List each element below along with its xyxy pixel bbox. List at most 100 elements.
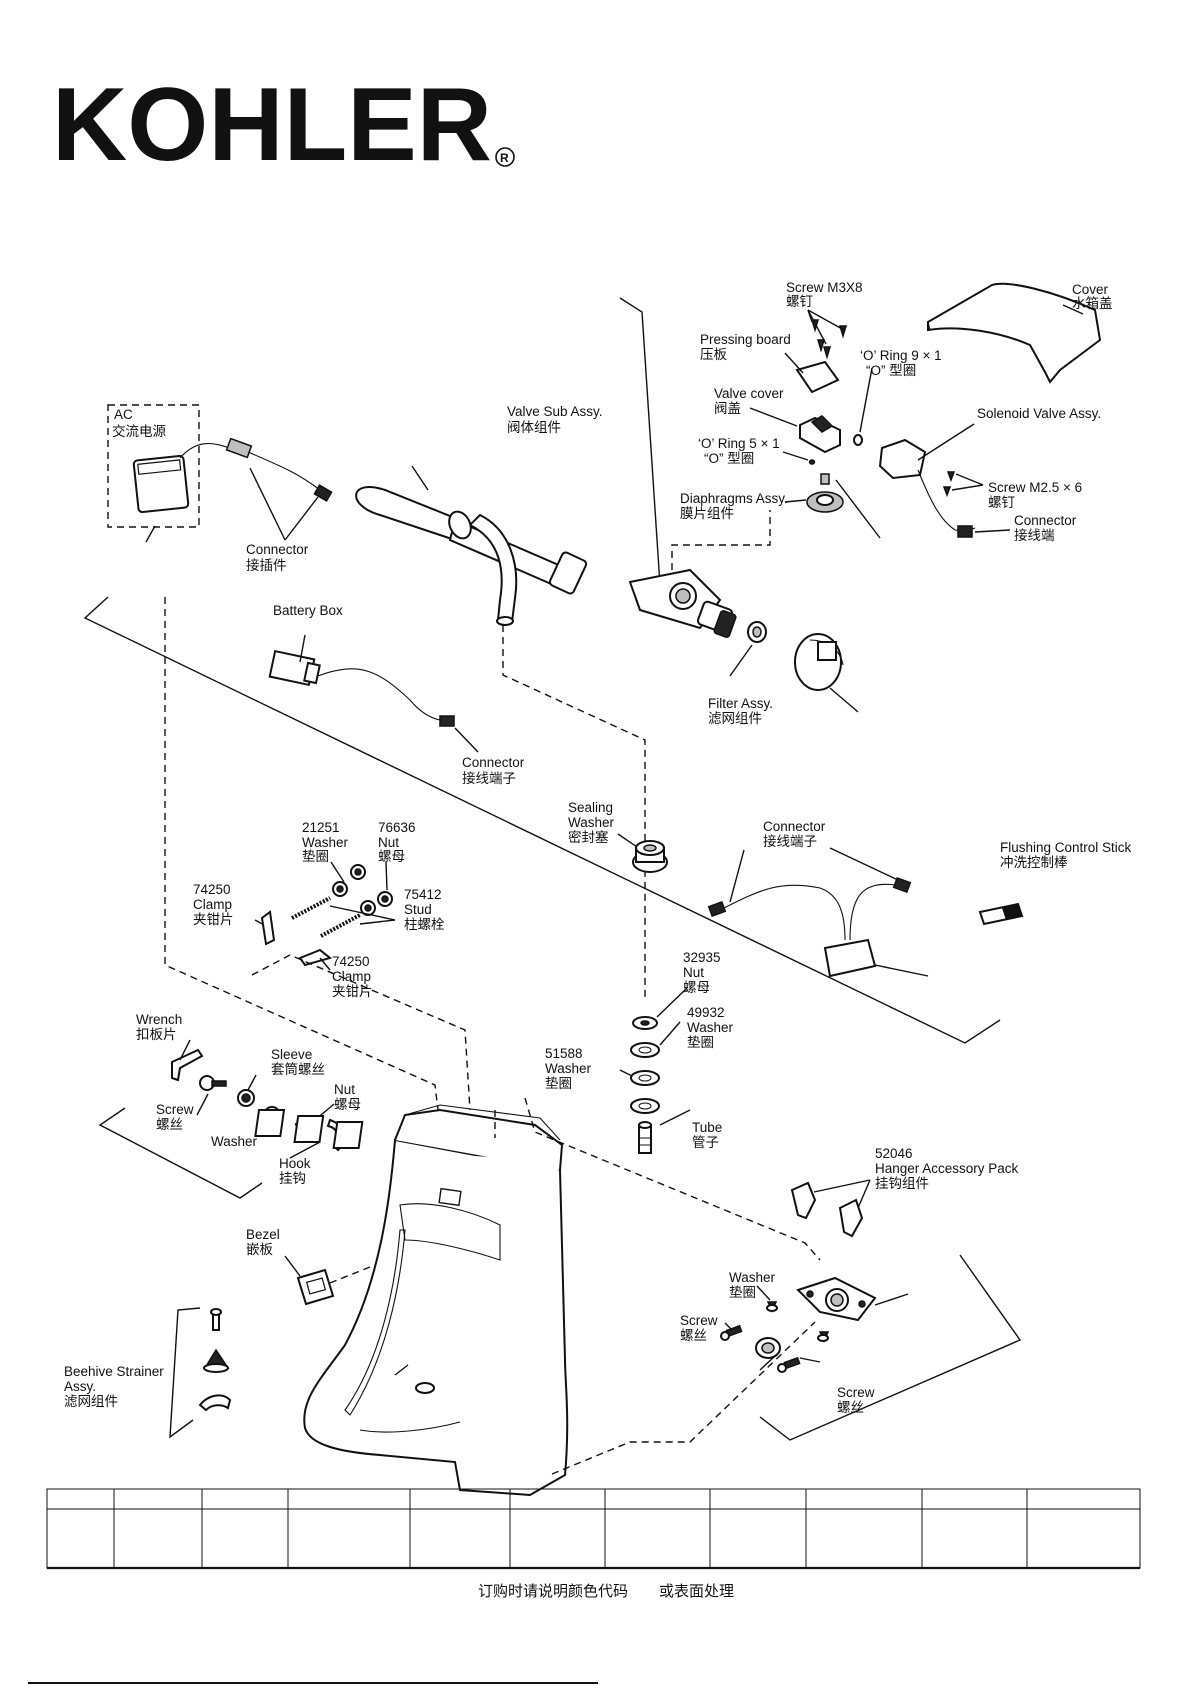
label-ac-zh: 交流电源: [112, 423, 166, 439]
screw-part: [211, 1080, 227, 1087]
label-bezel: Bezel: [246, 1227, 280, 1242]
tank-boundary: [83, 297, 1022, 1441]
control-cable-b: [849, 883, 896, 941]
hanger-dash-line: [551, 1321, 816, 1475]
logo-wordmark: KOHLER: [52, 67, 492, 183]
label-ac: AC: [114, 407, 133, 422]
label-screw-hanger-a-zh: 螺丝: [680, 1328, 707, 1343]
label-bezel-zh: 嵌板: [246, 1242, 273, 1257]
hanger-group-line: [759, 1254, 1022, 1441]
label-sleeve-zh: 套筒螺丝: [271, 1061, 325, 1077]
flush-button: [794, 633, 859, 713]
hanger-accessory: [720, 1179, 909, 1373]
label-sleeve: Sleeve: [271, 1047, 312, 1062]
registered-letter: R: [500, 151, 509, 165]
label-connector-battery: Connector: [462, 755, 525, 770]
label-screw-m25x6-zh: 螺钉: [988, 495, 1015, 510]
battery-cable: [317, 668, 441, 721]
control-unit: [707, 847, 1024, 978]
solenoid-connector: [957, 525, 973, 538]
table-frame: [46, 1488, 1141, 1569]
label-filter-assy: Filter Assy.: [708, 696, 773, 711]
ac-wire: [247, 451, 321, 491]
label-screw-m3x8: Screw M3X8: [786, 280, 863, 295]
label-valve-cover-zh: 阀盖: [714, 401, 741, 416]
label-beehive-assy: Assy.: [64, 1379, 96, 1394]
label-wrench-zh: 扣板片: [136, 1027, 177, 1042]
stud-group: [254, 861, 396, 971]
label-pressing-board: Pressing board: [700, 332, 791, 347]
label-75412-zh: 柱螺栓: [404, 917, 445, 932]
label-74250-b-zh: 夹钳片: [332, 984, 373, 999]
label-hanger-pack-zh: 挂钩组件: [875, 1176, 929, 1191]
label-beehive-zh: 滤网组件: [64, 1394, 118, 1409]
sealing-washer: [617, 833, 668, 873]
ac-plug: [225, 437, 253, 459]
tube-nut: [548, 551, 588, 595]
label-solenoid-valve: Solenoid Valve Assy.: [977, 406, 1101, 421]
pressing-board: [795, 360, 840, 394]
label-beehive: Beehive Strainer: [64, 1364, 164, 1379]
clamp-a: [260, 910, 276, 946]
label-battery-box: Battery Box: [273, 603, 343, 618]
label-connector-control-zh: 接线端子: [763, 833, 817, 849]
urinal-shell: [303, 1138, 569, 1497]
label-oring-5x1: ‘O’ Ring 5 × 1: [698, 436, 780, 451]
label-74250-a: 74250: [193, 882, 231, 897]
label-oring-9x1-zh: “O” 型圈: [866, 363, 916, 378]
bezel-part: [284, 1255, 335, 1306]
valve-sub-assy: [355, 465, 588, 626]
drain-hole: [415, 1382, 435, 1394]
label-flushing-stick-zh: 冲洗控制棒: [1000, 855, 1068, 870]
label-connector-battery-zh: 接线端子: [462, 770, 516, 786]
footer-note-2: 或表面处理: [659, 1583, 734, 1600]
label-oring-9x1: ‘O’ Ring 9 × 1: [860, 348, 942, 363]
urinal-body: [254, 1104, 569, 1497]
washer-stack: [619, 987, 691, 1154]
label-21251-zh: 垫圈: [302, 849, 329, 864]
solenoid-cable: [917, 469, 976, 532]
label-nut-left-zh: 螺母: [334, 1097, 361, 1112]
label-75412-stud: Stud: [404, 902, 432, 917]
label-connector-solenoid-zh: 接线端: [1014, 527, 1055, 543]
hook-group-line: [98, 1107, 263, 1199]
control-box: [823, 938, 877, 978]
label-74250-a-clamp: Clamp: [193, 897, 232, 912]
label-connector-control: Connector: [763, 819, 826, 834]
stud-dash-line: [251, 954, 471, 1111]
label-tube: Tube: [692, 1120, 722, 1135]
label-32935-zh: 螺母: [683, 980, 710, 995]
tube-part: [638, 1124, 652, 1154]
screws-m3x8: [810, 319, 848, 360]
label-sealing: Sealing: [568, 800, 613, 815]
label-screw-m25x6: Screw M2.5 × 6: [988, 480, 1082, 495]
ac-power-group: [107, 404, 333, 543]
diaphragm-dash-line: [671, 510, 771, 570]
label-76636-nut: Nut: [378, 835, 399, 850]
label-21251: 21251: [302, 820, 340, 835]
label-49932: 49932: [687, 1005, 725, 1020]
label-sealing-washer: Washer: [568, 815, 615, 830]
left-dash-line: [164, 597, 439, 1111]
label-49932-zh: 垫圈: [687, 1035, 714, 1050]
label-hook-zh: 挂钩: [279, 1171, 306, 1186]
footer-note-1: 订购时请说明颜色代码: [478, 1583, 628, 1600]
label-diaphragms: Diaphragms Assy.: [680, 491, 788, 506]
battery-connector: [439, 715, 455, 727]
control-cable-a: [723, 884, 846, 941]
label-screw-left-zh: 螺丝: [156, 1117, 183, 1132]
label-wrench: Wrench: [136, 1012, 182, 1027]
label-flushing-stick: Flushing Control Stick: [1000, 840, 1132, 855]
ac-cable: [179, 443, 236, 459]
strainer-group-line: [169, 1307, 201, 1439]
label-sealing-washer-zh: 密封塞: [568, 829, 609, 845]
label-valve-cover: Valve cover: [714, 386, 784, 401]
tank-dash-b: [524, 1097, 821, 1261]
label-cover: Cover: [1072, 282, 1109, 297]
label-49932-washer: Washer: [687, 1020, 734, 1035]
label-51588: 51588: [545, 1046, 583, 1061]
valve-boundary-line: [619, 297, 661, 586]
label-51588-zh: 垫圈: [545, 1076, 572, 1091]
label-75412: 75412: [404, 887, 442, 902]
